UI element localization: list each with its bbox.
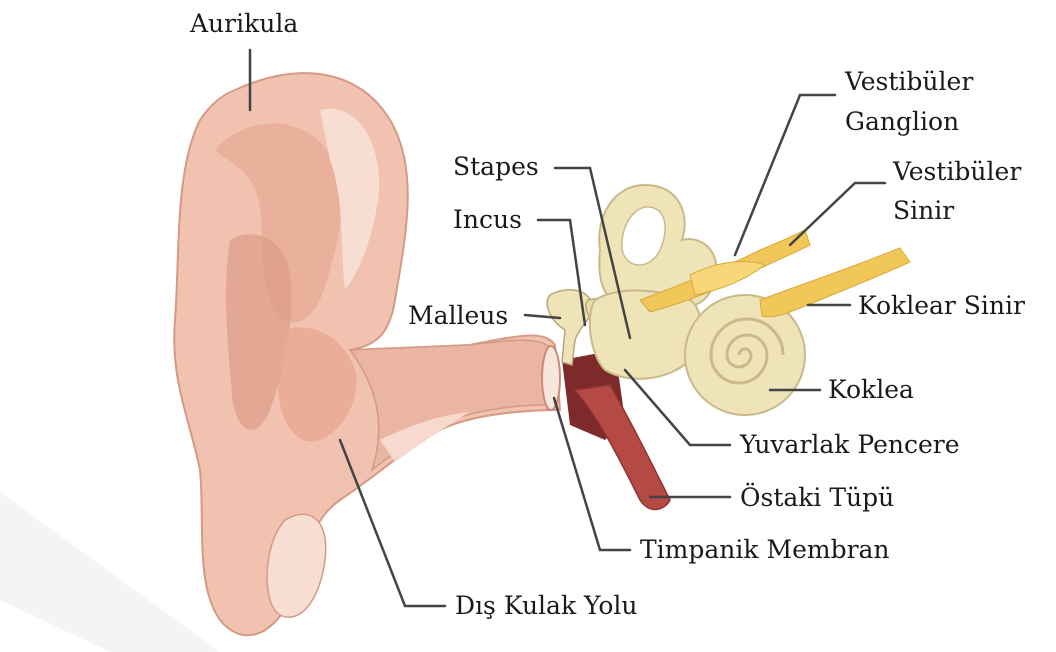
label-timpanik-membran: Timpanik Membran xyxy=(640,535,890,564)
label-yuvarlak-pencere: Yuvarlak Pencere xyxy=(739,430,960,459)
label-malleus: Malleus xyxy=(408,301,508,330)
tympanic-membrane-shape xyxy=(542,346,560,410)
label-stapes: Stapes xyxy=(453,152,539,181)
label-dis-kulak-yolu: Dış Kulak Yolu xyxy=(455,591,638,620)
label-koklea: Koklea xyxy=(828,375,914,404)
label-vestibuler-ganglion-line1: Vestibüler xyxy=(844,67,973,96)
leader-vestibuler-ganglion xyxy=(735,95,835,255)
label-aurikula: Aurikula xyxy=(189,9,298,38)
label-vestibuler-sinir-line2: Sinir xyxy=(893,196,954,225)
ear-canal-shape xyxy=(350,340,556,470)
label-incus: Incus xyxy=(453,205,522,234)
label-koklear-sinir: Koklear Sinir xyxy=(858,291,1025,320)
label-vestibuler-ganglion-line2: Ganglion xyxy=(845,107,959,136)
label-ostaki-tupu: Östaki Tüpü xyxy=(740,483,894,512)
watermark-shape xyxy=(0,492,220,652)
label-vestibuler-sinir-line1: Vestibüler xyxy=(892,157,1021,186)
